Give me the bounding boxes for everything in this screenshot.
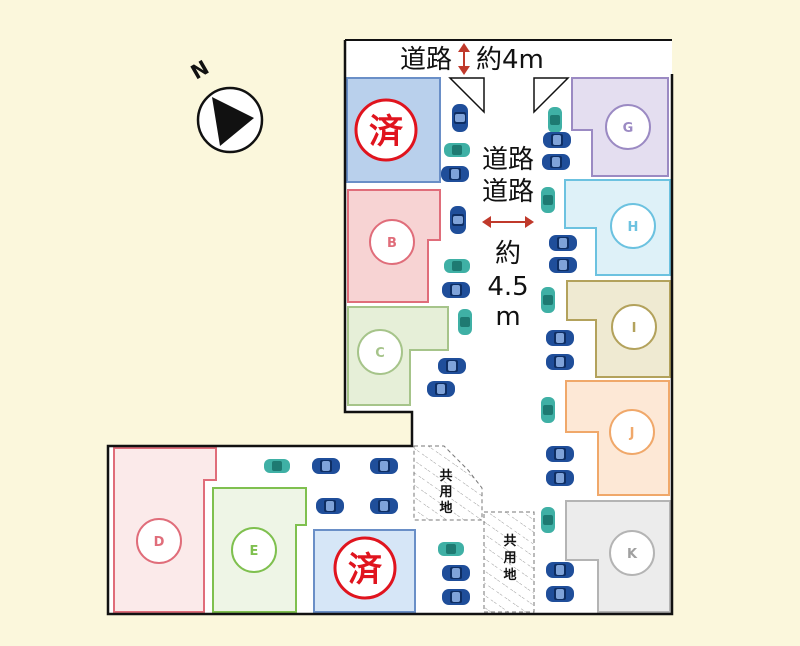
lot-b-label: B xyxy=(387,236,397,251)
compass-north-label: N xyxy=(187,55,214,84)
corner-cut-left xyxy=(448,77,485,114)
svg-text:地: 地 xyxy=(503,567,516,583)
corner-cut-right xyxy=(533,77,570,114)
lot-g-label: G xyxy=(623,121,634,136)
lot-h-label: H xyxy=(628,220,639,235)
sold-mark-f: 済 xyxy=(333,536,397,600)
svg-text:済: 済 xyxy=(369,112,404,152)
svg-text:道路: 道路 xyxy=(482,145,534,175)
lot-d[interactable]: D xyxy=(113,447,217,613)
common-area-upper: 共 用 地 xyxy=(413,445,483,521)
top-road xyxy=(345,40,672,74)
lot-k[interactable]: K xyxy=(565,500,671,613)
sold-mark-a: 済 xyxy=(354,98,418,162)
compass: N xyxy=(187,55,264,154)
lot-b[interactable]: B xyxy=(347,189,441,303)
lot-i-label: I xyxy=(632,321,637,336)
svg-text:約4m: 約4m xyxy=(476,45,544,75)
svg-text:道路: 道路 xyxy=(482,177,534,207)
svg-text:m: m xyxy=(495,302,520,332)
svg-text:4.5: 4.5 xyxy=(487,272,528,302)
svg-text:済: 済 xyxy=(348,550,383,590)
svg-text:用: 用 xyxy=(438,485,452,500)
lot-j[interactable]: J xyxy=(565,380,670,496)
lot-j-label: J xyxy=(629,426,635,441)
lot-c[interactable]: C xyxy=(347,306,449,406)
lot-e-label: E xyxy=(250,544,259,559)
top-road-label: 道路 約4m xyxy=(400,43,544,75)
svg-text:用: 用 xyxy=(502,551,516,566)
lot-i[interactable]: I xyxy=(566,280,671,378)
svg-text:共: 共 xyxy=(503,533,516,549)
lot-k-label: K xyxy=(627,547,638,562)
svg-text:道路: 道路 xyxy=(400,45,452,75)
site-boundary xyxy=(106,40,674,616)
lot-d-label: D xyxy=(154,535,165,550)
svg-text:地: 地 xyxy=(439,500,452,516)
svg-text:約: 約 xyxy=(495,239,521,269)
svg-text:共: 共 xyxy=(439,468,452,484)
common-area-lower: 共 用 地 xyxy=(483,511,535,613)
mid-road-label: 道路 道路 約 4.5 m xyxy=(482,145,534,332)
lot-h[interactable]: H xyxy=(564,179,671,276)
lot-e[interactable]: E xyxy=(212,487,307,613)
lot-c-label: C xyxy=(375,346,385,361)
lot-g[interactable]: G xyxy=(571,77,669,177)
